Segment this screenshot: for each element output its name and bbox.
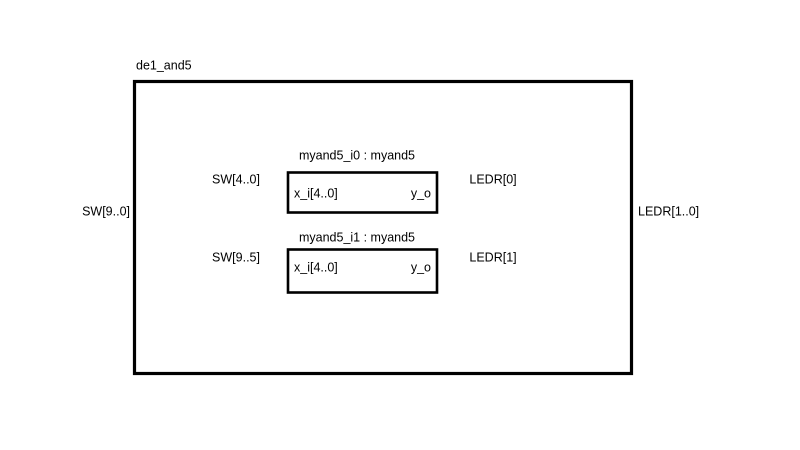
instance-myand5-i1-body[interactable] bbox=[286, 248, 439, 294]
instance-myand5-i1[interactable]: myand5_i1 : myand5 x_i[4..0] y_o bbox=[286, 230, 439, 294]
net-label-sw-4-0: SW[4..0] bbox=[212, 172, 260, 186]
instance-myand5-i0-label: myand5_i0 : myand5 bbox=[299, 148, 415, 162]
instance-myand5-i1-label: myand5_i1 : myand5 bbox=[299, 230, 415, 244]
net-label-ledr-0: LEDR[0] bbox=[469, 172, 516, 186]
instance-myand5-i1-input-port: x_i[4..0] bbox=[294, 260, 338, 274]
external-port-output-label: LEDR[1..0] bbox=[638, 204, 699, 218]
external-port-input-label: SW[9..0] bbox=[82, 204, 130, 218]
instance-myand5-i0-input-port: x_i[4..0] bbox=[294, 186, 338, 200]
top-block-label: de1_and5 bbox=[136, 58, 192, 72]
net-label-ledr-1: LEDR[1] bbox=[469, 250, 516, 264]
instance-myand5-i0-body[interactable] bbox=[286, 171, 439, 214]
instance-myand5-i1-output-port: y_o bbox=[411, 260, 431, 274]
instance-myand5-i0-output-port: y_o bbox=[411, 186, 431, 200]
instance-myand5-i0[interactable]: myand5_i0 : myand5 x_i[4..0] y_o bbox=[286, 148, 439, 214]
net-label-sw-9-5: SW[9..5] bbox=[212, 250, 260, 264]
top-block-de1-and5[interactable] bbox=[132, 79, 634, 376]
